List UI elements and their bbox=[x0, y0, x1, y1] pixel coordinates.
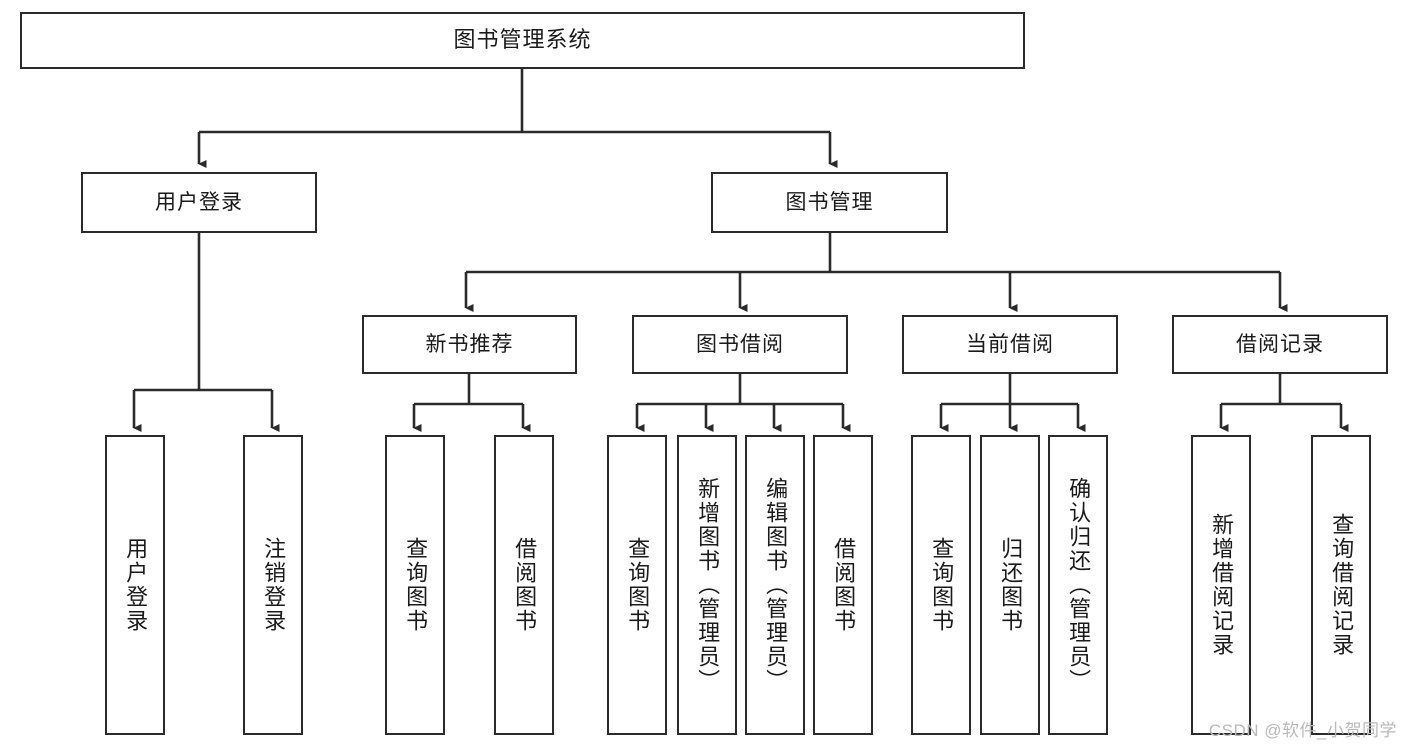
node-leaf-query-record[interactable]: 查询借阅记录 bbox=[1311, 435, 1371, 735]
node-label: 图书管理 bbox=[785, 190, 874, 214]
node-label: 查询图书 bbox=[403, 537, 429, 633]
node-leaf-add-book[interactable]: 新增图书（管理员） bbox=[677, 435, 737, 735]
node-borrow-record[interactable]: 借阅记录 bbox=[1172, 315, 1388, 374]
node-leaf-return-book[interactable]: 归还图书 bbox=[980, 435, 1040, 735]
node-label: 确认归还（管理员） bbox=[1066, 477, 1092, 693]
node-label: 当前借阅 bbox=[966, 332, 1054, 356]
node-leaf-borrow-book-1[interactable]: 借阅图书 bbox=[494, 435, 554, 735]
node-label: 新增借阅记录 bbox=[1209, 513, 1235, 657]
node-new-book-recommend[interactable]: 新书推荐 bbox=[362, 315, 577, 374]
node-label: 新增图书（管理员） bbox=[695, 477, 721, 693]
node-label: 借阅图书 bbox=[512, 537, 538, 633]
node-leaf-borrow-book-2[interactable]: 借阅图书 bbox=[813, 435, 873, 735]
node-label: 查询图书 bbox=[929, 537, 955, 633]
node-leaf-query-book-2[interactable]: 查询图书 bbox=[607, 435, 667, 735]
node-label: 查询图书 bbox=[625, 537, 651, 633]
node-label: 注销登录 bbox=[261, 537, 287, 633]
node-leaf-query-book-1[interactable]: 查询图书 bbox=[385, 435, 445, 735]
node-label: 图书借阅 bbox=[696, 332, 784, 356]
node-book-manage[interactable]: 图书管理 bbox=[711, 172, 948, 233]
node-label: 归还图书 bbox=[998, 537, 1024, 633]
node-label: 查询借阅记录 bbox=[1329, 513, 1355, 657]
node-label: 新书推荐 bbox=[425, 332, 514, 356]
node-label: 编辑图书（管理员） bbox=[763, 477, 789, 693]
node-root-system[interactable]: 图书管理系统 bbox=[20, 12, 1025, 69]
node-label: 借阅记录 bbox=[1236, 332, 1324, 356]
node-book-borrow[interactable]: 图书借阅 bbox=[632, 315, 848, 374]
node-label: 图书管理系统 bbox=[453, 27, 592, 53]
watermark: CSDN @软件_小贺同学 bbox=[1208, 721, 1397, 740]
node-user-login[interactable]: 用户登录 bbox=[81, 172, 317, 233]
node-label: 用户登录 bbox=[155, 190, 243, 214]
node-leaf-user-login[interactable]: 用户登录 bbox=[105, 435, 165, 735]
node-leaf-logout[interactable]: 注销登录 bbox=[243, 435, 303, 735]
node-leaf-add-record[interactable]: 新增借阅记录 bbox=[1191, 435, 1251, 735]
node-label: 借阅图书 bbox=[831, 537, 857, 633]
node-leaf-edit-book[interactable]: 编辑图书（管理员） bbox=[745, 435, 805, 735]
node-current-borrow[interactable]: 当前借阅 bbox=[902, 315, 1118, 374]
node-leaf-confirm-return[interactable]: 确认归还（管理员） bbox=[1048, 435, 1108, 735]
node-leaf-query-book-3[interactable]: 查询图书 bbox=[911, 435, 971, 735]
node-label: 用户登录 bbox=[123, 537, 149, 633]
